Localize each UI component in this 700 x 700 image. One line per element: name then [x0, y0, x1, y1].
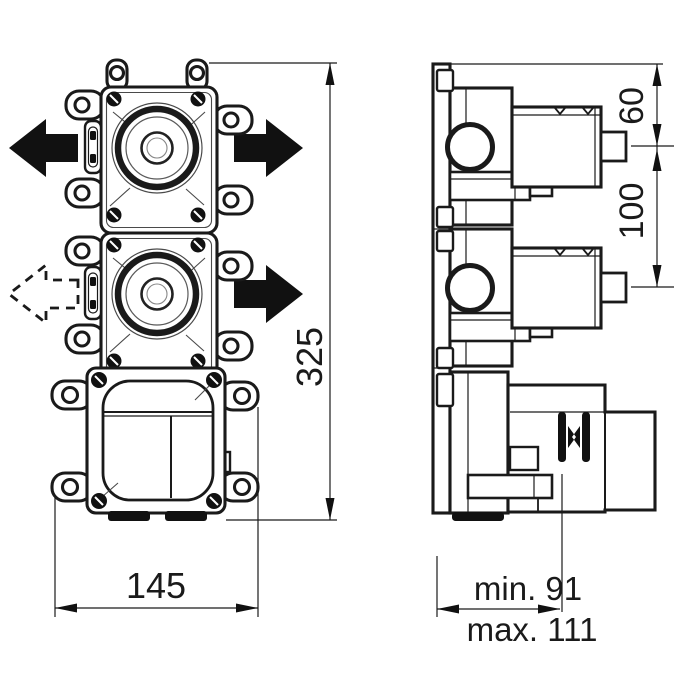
mounting-ear [64, 323, 106, 355]
cartridge [510, 246, 603, 330]
foot [452, 512, 504, 521]
thermostat-module [50, 366, 260, 521]
mounting-ear [212, 330, 254, 362]
dimension-spindle-offsets: 60 100 [450, 63, 674, 288]
pipe-port-side [445, 263, 495, 313]
flow-arrow-right-solid-icon [234, 265, 303, 323]
mounting-ear [64, 235, 106, 267]
side-port [83, 119, 103, 175]
screw [106, 91, 206, 223]
dimension-total-width: 145 [54, 407, 259, 617]
flow-arrow-left-solid-icon [9, 119, 78, 177]
valve-module-1 [64, 58, 254, 235]
mounting-ear [64, 177, 106, 209]
dimension-label-top-offset: 60 [613, 87, 651, 125]
module-body [85, 366, 227, 515]
front-view: 325 145 [6, 58, 337, 617]
foot [165, 511, 207, 521]
dimension-label-total-width: 145 [126, 565, 186, 606]
valve-dial [111, 102, 203, 194]
valve-module-2 [64, 231, 254, 381]
flow-arrow-left-dashed-icon [6, 262, 80, 326]
thermostat-module-side [448, 370, 657, 521]
valve-dial [111, 248, 203, 340]
side-view: 60 100 min. 91 max. 111 [431, 62, 674, 648]
mounting-ear [212, 184, 254, 216]
pipe-port-side [445, 122, 495, 172]
plate-lugs [435, 68, 455, 408]
valve-module-1-side [445, 86, 628, 227]
dimension-depth: min. 91 max. 111 [436, 474, 598, 648]
dimension-label-depth-min: min. 91 [474, 570, 582, 607]
dimension-label-spacing: 100 [613, 183, 651, 240]
spline-shaft [558, 412, 566, 462]
valve-module-2-side [445, 227, 628, 368]
mounting-ear [64, 89, 106, 121]
foot [108, 511, 150, 521]
side-port [83, 265, 103, 321]
mounting-ear [212, 104, 254, 136]
spindle [599, 271, 628, 304]
flow-arrow-right-solid-icon [234, 119, 303, 177]
dimension-label-depth-max: max. 111 [467, 611, 598, 648]
dimension-total-height: 325 [209, 62, 337, 521]
spline-shaft [582, 412, 590, 462]
screw [91, 372, 222, 509]
spindle [599, 130, 628, 163]
screw [106, 237, 206, 369]
mounting-ear [212, 250, 254, 282]
dimension-label-total-height: 325 [289, 327, 330, 387]
cartridge [510, 105, 603, 189]
